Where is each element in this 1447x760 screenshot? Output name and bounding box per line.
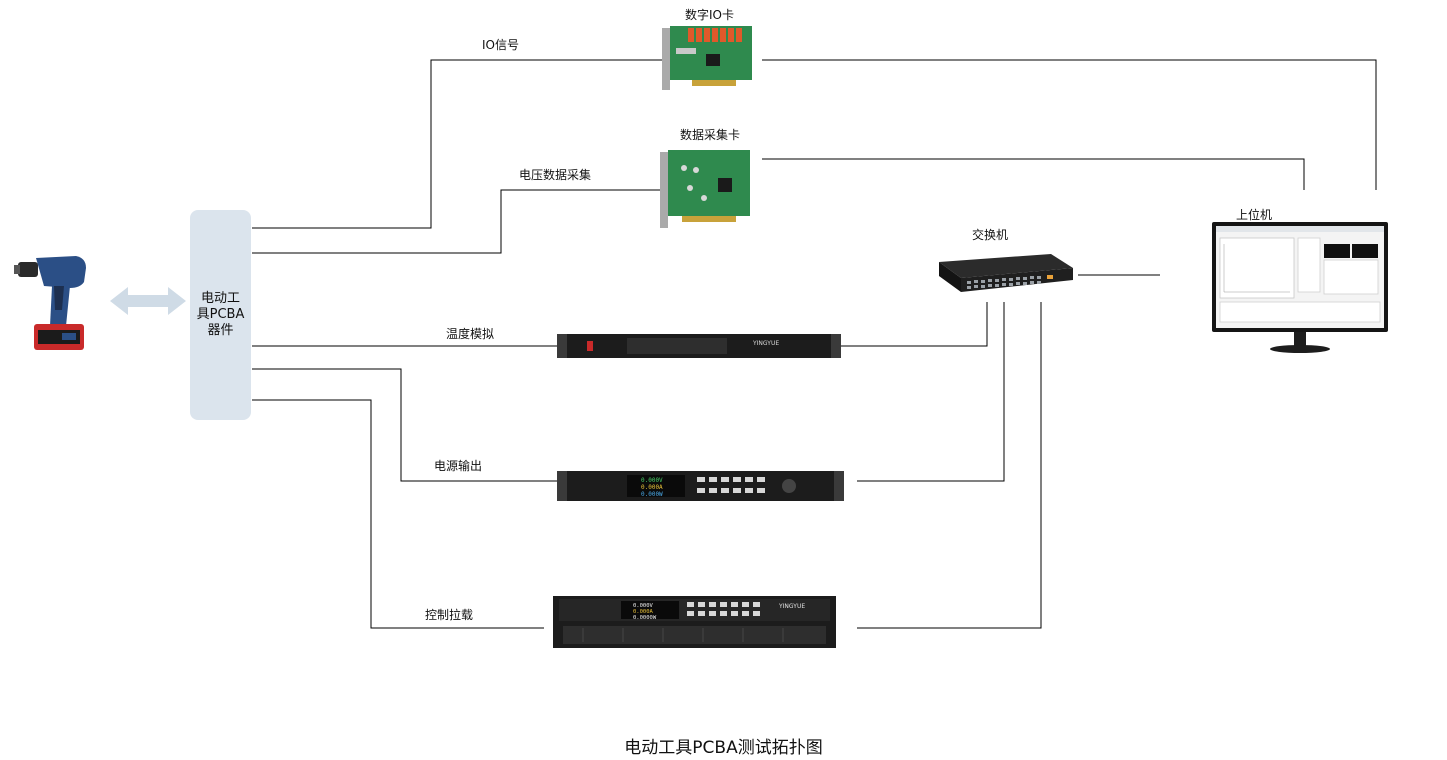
temperature-simulator-icon: YINGYUE	[557, 334, 841, 358]
network-switch-icon	[939, 254, 1073, 292]
wire-power-switch	[857, 302, 1005, 482]
load-vent	[582, 628, 784, 642]
temp-brand-text: YINGYUE	[752, 340, 779, 347]
dut-label: 电动工具PCBA器件	[196, 291, 245, 338]
screen-readout-2	[1352, 244, 1378, 258]
load-brand-text: YINGYUE	[778, 603, 805, 610]
daq-card-label: 数据采集卡	[680, 128, 741, 142]
host-label: 上位机	[1236, 208, 1273, 222]
host-monitor-icon	[1212, 222, 1388, 353]
wire-temp-switch	[841, 302, 988, 347]
load-voltage-reading: 0.000V	[633, 603, 654, 609]
load-current-reading: 0.000A	[633, 609, 654, 615]
wire-power	[252, 368, 557, 482]
signal-label-voltage: 电压数据采集	[519, 168, 592, 182]
wire-io-host	[762, 59, 1377, 190]
switch-label: 交换机	[972, 228, 1009, 242]
diagram-title: 电动工具PCBA测试拓扑图	[624, 738, 823, 758]
signal-label-io: IO信号	[482, 38, 519, 52]
wire-voltage	[252, 189, 662, 254]
psu-current-reading: 0.000A	[641, 484, 663, 491]
drill-body	[36, 256, 86, 288]
signal-label-load: 控制拉载	[425, 608, 474, 622]
psu-keypad	[697, 477, 765, 493]
wire-io	[252, 59, 662, 229]
psu-power-reading: 0.000W	[641, 491, 663, 498]
daq-card-icon	[660, 150, 750, 228]
wire-load-switch	[857, 302, 1042, 629]
load-keypad	[687, 602, 760, 616]
screen-readout-1	[1324, 244, 1350, 258]
load-power-reading: 0.0000W	[633, 615, 657, 621]
electronic-load-icon: 0.000V 0.000A 0.0000W YINGYUE	[553, 596, 836, 648]
screen-chart-panel	[1219, 237, 1295, 299]
wire-daq-host	[762, 158, 1305, 190]
signal-label-temperature: 温度模拟	[446, 327, 495, 341]
wire-load	[252, 399, 544, 629]
bidirectional-arrow-icon	[110, 287, 186, 315]
dut-block: 电动工具PCBA器件	[190, 210, 251, 420]
power-supply-icon: 0.000V 0.000A 0.000W	[557, 471, 844, 501]
signal-label-power: 电源输出	[434, 459, 483, 473]
io-card-label: 数字IO卡	[685, 8, 734, 22]
psu-voltage-reading: 0.000V	[641, 477, 663, 484]
switch-ports	[967, 276, 1041, 289]
drill-icon	[14, 256, 86, 350]
relay-array	[688, 28, 742, 42]
io-card-icon	[662, 26, 752, 90]
